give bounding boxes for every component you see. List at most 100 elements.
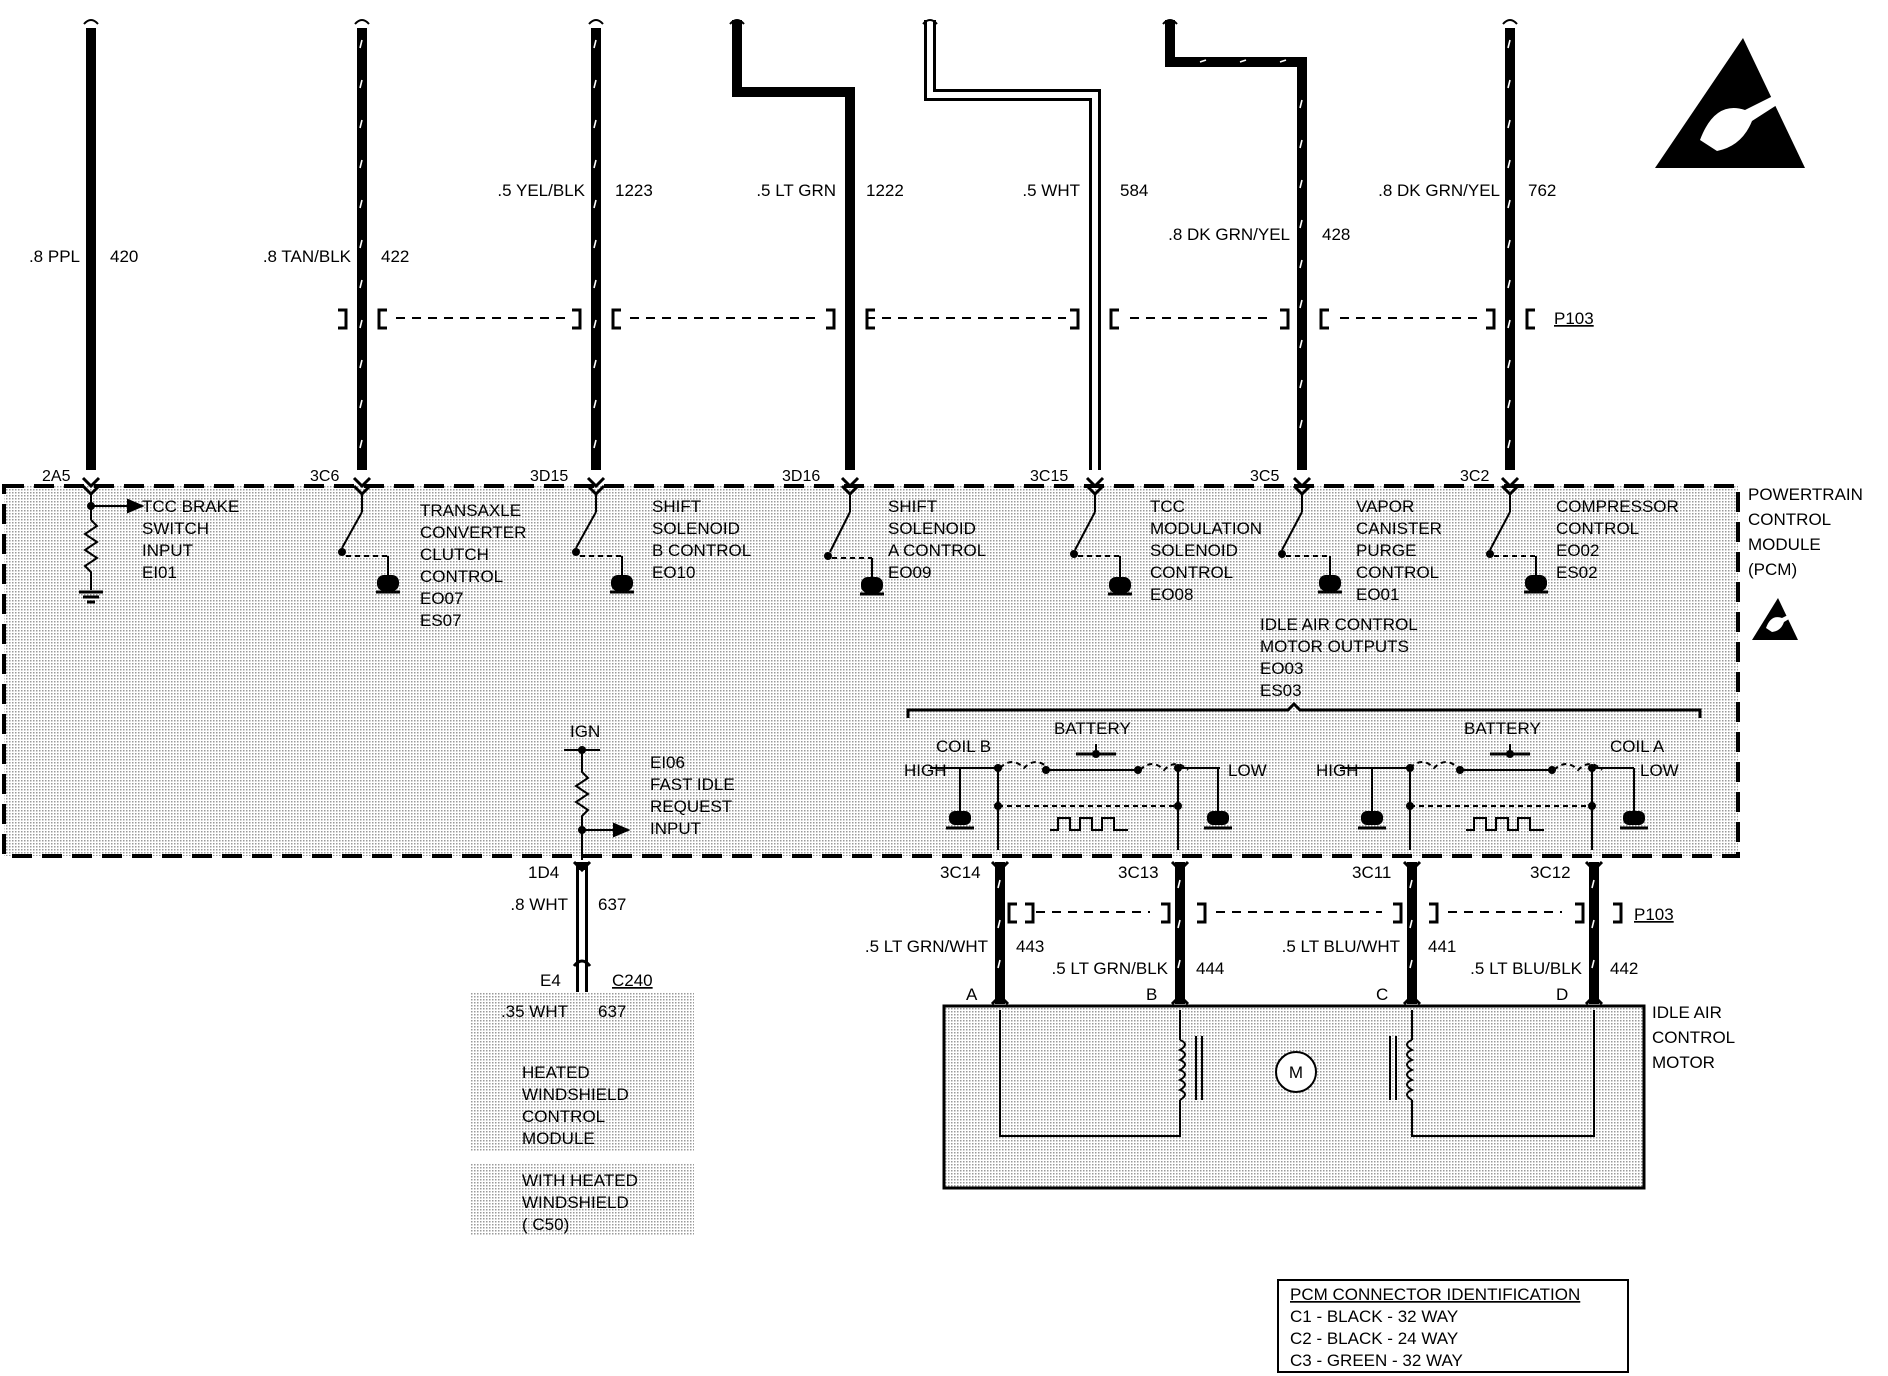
svg-text:CONTROL: CONTROL bbox=[1356, 563, 1439, 582]
wire-1-gauge: .8 PPL bbox=[29, 247, 80, 266]
fast-idle-labels: IGN EI06 FAST IDLE REQUEST INPUT bbox=[570, 722, 735, 838]
svg-text:INPUT: INPUT bbox=[142, 541, 193, 560]
svg-text:.35 WHT: .35 WHT bbox=[501, 1002, 568, 1021]
svg-text:CONTROL: CONTROL bbox=[1652, 1028, 1735, 1047]
iac-motor-box bbox=[942, 1004, 1646, 1190]
iac-motor-wires bbox=[990, 860, 1604, 1006]
iac-wire-labels: 3C14 3C13 3C11 3C12 .5 LT GRN/WHT 443 .5… bbox=[865, 863, 1638, 1004]
connector-p103-top bbox=[338, 308, 1535, 330]
switch-3c15 bbox=[1070, 494, 1132, 596]
svg-text:LOW: LOW bbox=[1228, 761, 1267, 780]
svg-text:1D4: 1D4 bbox=[528, 863, 559, 882]
svg-text:3C2: 3C2 bbox=[1460, 468, 1489, 485]
svg-text:3D15: 3D15 bbox=[530, 468, 568, 485]
svg-text:3C13: 3C13 bbox=[1118, 863, 1159, 882]
svg-text:.5 LT BLU/WHT: .5 LT BLU/WHT bbox=[1282, 937, 1400, 956]
svg-text:A: A bbox=[966, 985, 978, 1004]
svg-text:BATTERY: BATTERY bbox=[1054, 719, 1131, 738]
pcm-connector-legend: PCM CONNECTOR IDENTIFICATION C1 - BLACK … bbox=[1277, 1279, 1629, 1373]
connector-p103-bottom bbox=[1007, 902, 1623, 924]
iac-driver-circuits bbox=[930, 744, 1648, 850]
svg-text:IDLE AIR CONTROL: IDLE AIR CONTROL bbox=[1260, 615, 1418, 634]
svg-text:D: D bbox=[1556, 985, 1568, 1004]
wire-7-gauge: .8 DK GRN/YEL bbox=[1378, 181, 1500, 200]
svg-text:CLUTCH: CLUTCH bbox=[420, 545, 489, 564]
svg-text:CONTROL: CONTROL bbox=[522, 1107, 605, 1126]
wire-2-circuit: 422 bbox=[381, 247, 409, 266]
legend-row: C1 - BLACK - 32 WAY bbox=[1290, 1307, 1458, 1326]
svg-text:SHIFT: SHIFT bbox=[652, 497, 701, 516]
svg-text:2A5: 2A5 bbox=[42, 468, 71, 485]
svg-text:POWERTRAIN: POWERTRAIN bbox=[1748, 485, 1863, 504]
svg-text:EO09: EO09 bbox=[888, 563, 931, 582]
wire-7-circuit: 762 bbox=[1528, 181, 1556, 200]
svg-text:FAST IDLE: FAST IDLE bbox=[650, 775, 735, 794]
svg-text:MOTOR OUTPUTS: MOTOR OUTPUTS bbox=[1260, 637, 1409, 656]
heated-windshield-module-labels: .35 WHT 637 HEATED WINDSHIELD CONTROL MO… bbox=[501, 1002, 638, 1234]
svg-text:( C50): ( C50) bbox=[522, 1215, 569, 1234]
svg-text:3C14: 3C14 bbox=[940, 863, 981, 882]
svg-text:442: 442 bbox=[1610, 959, 1638, 978]
wire-stripes bbox=[359, 39, 1511, 449]
svg-text:EO08: EO08 bbox=[1150, 585, 1193, 604]
legend-title: PCM CONNECTOR IDENTIFICATION bbox=[1290, 1285, 1580, 1304]
driver-switches bbox=[338, 494, 1548, 596]
svg-text:444: 444 bbox=[1196, 959, 1224, 978]
svg-text:IGN: IGN bbox=[570, 722, 600, 741]
svg-text:CONTROL: CONTROL bbox=[1556, 519, 1639, 538]
svg-text:C: C bbox=[1376, 985, 1388, 1004]
iac-bracket bbox=[906, 701, 1702, 718]
svg-text:HEATED: HEATED bbox=[522, 1063, 590, 1082]
heated-windshield-module-box bbox=[470, 992, 694, 1152]
svg-text:443: 443 bbox=[1016, 937, 1044, 956]
top-wires bbox=[86, 20, 1515, 470]
svg-text:LOW: LOW bbox=[1640, 761, 1679, 780]
svg-text:441: 441 bbox=[1428, 937, 1456, 956]
svg-text:A CONTROL: A CONTROL bbox=[888, 541, 986, 560]
iac-motor-symbol: M bbox=[1289, 1063, 1303, 1082]
function-labels: TCC BRAKE SWITCH INPUT EI01 TRANSAXLE CO… bbox=[142, 497, 1679, 700]
svg-text:WINDSHIELD: WINDSHIELD bbox=[522, 1193, 629, 1212]
wire-6-circuit: 428 bbox=[1322, 225, 1350, 244]
legend-row: C2 - BLACK - 24 WAY bbox=[1290, 1329, 1458, 1348]
svg-text:.5 LT BLU/BLK: .5 LT BLU/BLK bbox=[1470, 959, 1582, 978]
svg-text:COMPRESSOR: COMPRESSOR bbox=[1556, 497, 1679, 516]
wire-1222 bbox=[732, 20, 855, 470]
wire-6-gauge: .8 DK GRN/YEL bbox=[1168, 225, 1290, 244]
iac-motor-windings bbox=[999, 1010, 1595, 1137]
svg-text:COIL A: COIL A bbox=[1610, 737, 1665, 756]
svg-text:EO02: EO02 bbox=[1556, 541, 1599, 560]
svg-text:.8 WHT: .8 WHT bbox=[510, 895, 568, 914]
svg-text:B: B bbox=[1146, 985, 1157, 1004]
svg-text:HIGH: HIGH bbox=[1316, 761, 1359, 780]
svg-text:(PCM): (PCM) bbox=[1748, 560, 1797, 579]
connector-p103-top-label: P103 bbox=[1554, 309, 1594, 328]
svg-text:SOLENOID: SOLENOID bbox=[1150, 541, 1238, 560]
wire-4-circuit: 1222 bbox=[866, 181, 904, 200]
svg-text:TRANSAXLE: TRANSAXLE bbox=[420, 501, 521, 520]
svg-text:IDLE AIR: IDLE AIR bbox=[1652, 1003, 1722, 1022]
svg-text:3D16: 3D16 bbox=[782, 468, 820, 485]
svg-text:CONTROL: CONTROL bbox=[1748, 510, 1831, 529]
svg-text:EO07: EO07 bbox=[420, 589, 463, 608]
switch-3c5 bbox=[1278, 494, 1342, 594]
svg-text:3C11: 3C11 bbox=[1352, 863, 1391, 882]
svg-text:ES07: ES07 bbox=[420, 611, 462, 630]
svg-text:EO01: EO01 bbox=[1356, 585, 1399, 604]
svg-text:B CONTROL: B CONTROL bbox=[652, 541, 751, 560]
svg-text:EO03: EO03 bbox=[1260, 659, 1303, 678]
svg-text:BATTERY: BATTERY bbox=[1464, 719, 1541, 738]
svg-text:MODULATION: MODULATION bbox=[1150, 519, 1262, 538]
connector-p103-bottom-label: P103 bbox=[1634, 905, 1674, 924]
wire-584 bbox=[924, 20, 1101, 470]
svg-text:TCC: TCC bbox=[1150, 497, 1185, 516]
esd-warning-icon bbox=[1655, 38, 1805, 168]
wire-3-circuit: 1223 bbox=[615, 181, 653, 200]
switch-3d16 bbox=[824, 494, 884, 596]
svg-text:MODULE: MODULE bbox=[522, 1129, 595, 1148]
iac-motor-label: IDLE AIR CONTROL MOTOR bbox=[1652, 1003, 1735, 1072]
wire-3-gauge: .5 YEL/BLK bbox=[497, 181, 585, 200]
legend-row: C3 - GREEN - 32 WAY bbox=[1290, 1351, 1463, 1370]
svg-text:COIL B: COIL B bbox=[936, 737, 991, 756]
